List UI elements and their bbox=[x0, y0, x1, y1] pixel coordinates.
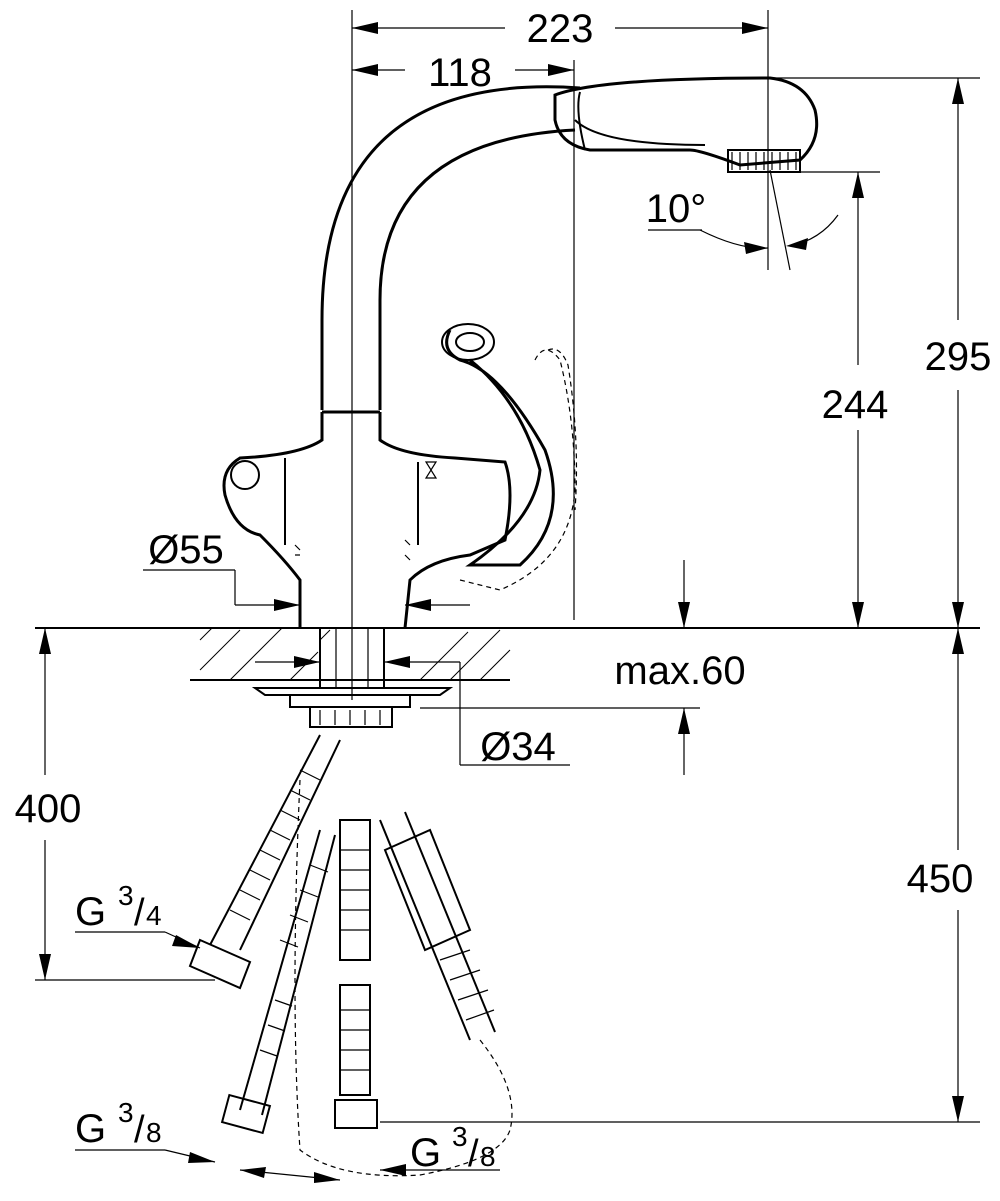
thread-g34-den: 4 bbox=[146, 900, 162, 931]
dim-400: 400 bbox=[15, 628, 215, 981]
thread-g38-right-base: G bbox=[410, 1131, 441, 1175]
faucet-body bbox=[222, 76, 819, 629]
thread-g38-left: G 3 / 8 bbox=[75, 1097, 341, 1183]
dim-295: 295 bbox=[770, 77, 992, 628]
dim-max60-label: max.60 bbox=[614, 649, 745, 693]
dim-55: Ø55 bbox=[143, 528, 470, 611]
dim-295-label: 295 bbox=[925, 335, 992, 379]
thread-g38-right-num: 3 bbox=[452, 1121, 468, 1152]
dim-244: 244 bbox=[770, 171, 889, 628]
dim-223-label: 223 bbox=[527, 7, 594, 51]
thread-g38-right-slash: / bbox=[468, 1133, 479, 1175]
g34-fitting bbox=[188, 938, 252, 990]
thread-g38-left-den: 8 bbox=[146, 1117, 162, 1148]
dim-223: 223 bbox=[352, 7, 768, 51]
thread-g38-right: G 3 / 8 bbox=[380, 1121, 500, 1176]
dim-angle-label: 10° bbox=[646, 187, 707, 231]
thread-g38-right-den: 8 bbox=[480, 1141, 496, 1172]
thread-g34-num: 3 bbox=[118, 880, 134, 911]
spray-angle-line bbox=[769, 169, 791, 271]
dim-34: Ø34 bbox=[255, 656, 570, 769]
thread-g38-left-base: G bbox=[75, 1107, 106, 1151]
dim-118: 118 bbox=[352, 51, 574, 95]
dim-34-label: Ø34 bbox=[480, 725, 556, 769]
thread-g38-left-slash: / bbox=[134, 1109, 145, 1151]
hoses bbox=[188, 734, 513, 1177]
countertop bbox=[35, 627, 980, 728]
dim-55-label: Ø55 bbox=[148, 528, 224, 572]
dim-450-label: 450 bbox=[907, 857, 974, 901]
thread-g34-base: G bbox=[75, 890, 106, 934]
dim-450: 450 bbox=[380, 628, 980, 1123]
dim-118-label: 118 bbox=[428, 51, 492, 95]
dim-400-label: 400 bbox=[15, 787, 82, 831]
dim-angle: 10° bbox=[646, 187, 839, 254]
thread-g38-left-num: 3 bbox=[118, 1097, 134, 1128]
dim-244-label: 244 bbox=[822, 383, 889, 427]
thread-g34: G 3 / 4 bbox=[75, 880, 201, 949]
dim-max60: max.60 bbox=[420, 560, 746, 775]
thread-g34-slash: / bbox=[134, 892, 145, 934]
